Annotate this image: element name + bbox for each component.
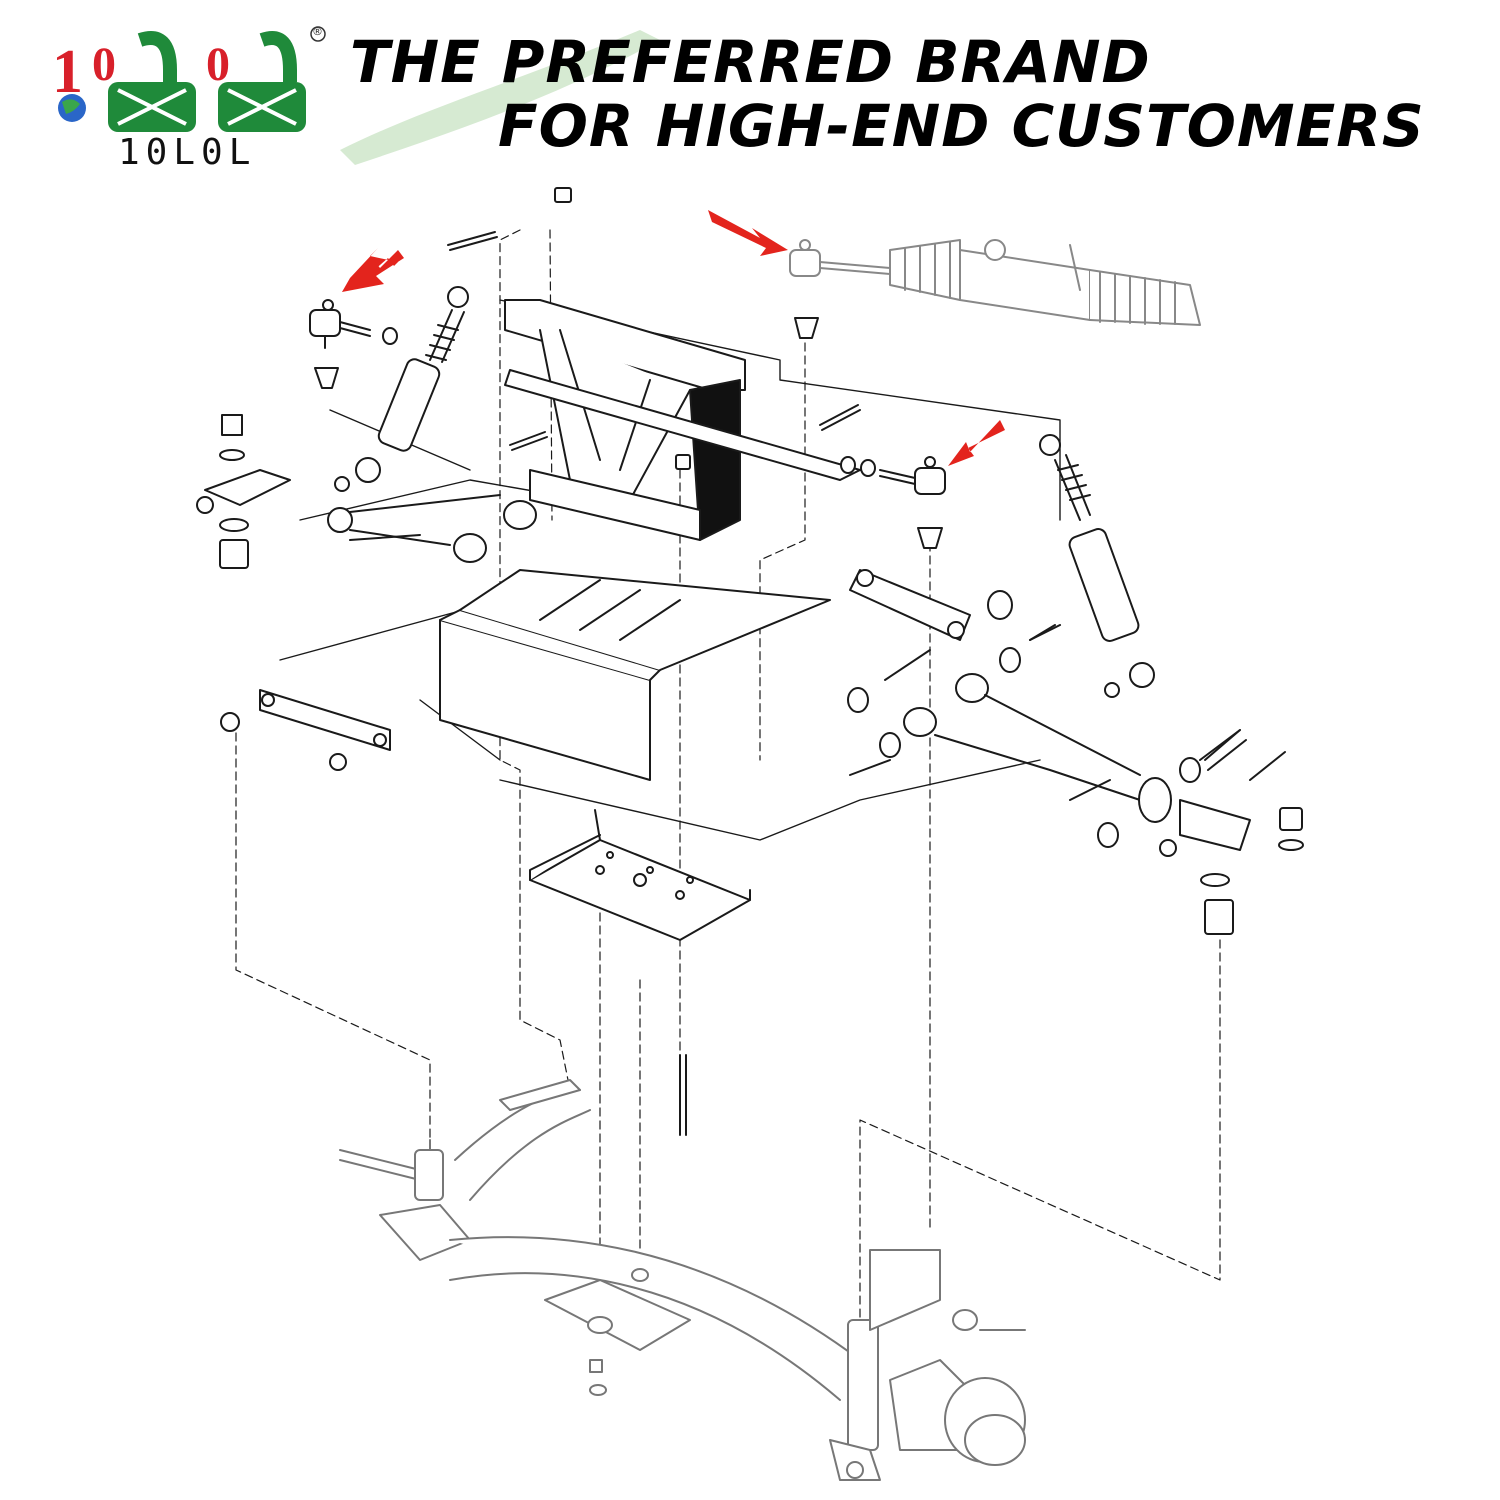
logo-digit-0b: 0 [206, 38, 230, 91]
right-a-arm [847, 647, 1247, 848]
left-shock-absorber [334, 286, 469, 492]
right-spindle-bracket [1159, 799, 1304, 935]
right-upper-link [849, 569, 1056, 641]
frame-outline [279, 299, 1061, 841]
bolts [447, 187, 1286, 1136]
logo-digit-1: 1 [52, 38, 83, 106]
right-shock-absorber [1039, 434, 1155, 698]
mount-plate [529, 834, 751, 941]
steering-rack [789, 239, 1201, 326]
callout-arrow-center [708, 210, 788, 256]
brand-logo: 1 0 0 [52, 26, 326, 132]
lower-tray [439, 569, 831, 781]
left-drag-link [259, 689, 391, 771]
registered-mark: ® [312, 25, 323, 38]
center-ball-joint-boot [794, 317, 819, 339]
logo-wordmark: 10L0L [118, 132, 257, 173]
callout-arrow-right [948, 420, 1005, 466]
center-crossmember [504, 299, 861, 541]
left-tie-rod-end [309, 299, 398, 389]
registered-circle [310, 26, 326, 42]
logo-digit-0: 0 [92, 38, 116, 91]
left-a-arm [327, 494, 537, 563]
right-tie-rod-end [840, 456, 946, 549]
header-brush-stroke [340, 30, 660, 165]
headline-line-2: FOR HIGH-END CUSTOMERS [498, 92, 1425, 160]
callout-arrow-icon [342, 210, 1005, 466]
front-axle-assembly [339, 1079, 1026, 1481]
headline-line-1: THE PREFERRED BRAND [350, 28, 1151, 96]
left-spindle-bracket [196, 414, 291, 732]
